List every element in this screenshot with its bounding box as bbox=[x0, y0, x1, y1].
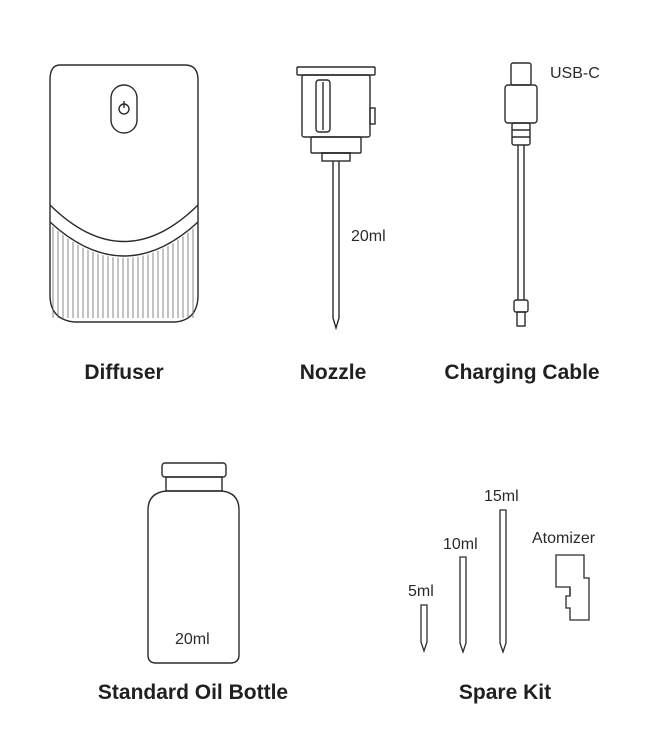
nozzle-volume-annotation: 20ml bbox=[351, 228, 386, 245]
bottle-body bbox=[147, 490, 240, 664]
tube-10ml-annotation: 10ml bbox=[443, 536, 478, 553]
diffuser-top-panel-curve bbox=[49, 204, 199, 243]
spare-kit-label: Spare Kit bbox=[458, 681, 552, 704]
cable-wire bbox=[517, 145, 525, 300]
nozzle-collar bbox=[310, 136, 362, 154]
usb-c-plug-tip bbox=[510, 62, 532, 86]
spare-tube-10ml bbox=[459, 556, 467, 655]
nozzle-neck bbox=[321, 152, 351, 162]
nozzle-side-tab bbox=[369, 107, 376, 125]
diffuser-body-outline bbox=[49, 64, 199, 323]
nozzle-tube bbox=[332, 161, 340, 331]
diffuser-label: Diffuser bbox=[84, 361, 164, 384]
bottle-volume-annotation: 20ml bbox=[175, 631, 210, 648]
nozzle-top-rim bbox=[296, 66, 376, 76]
nozzle-head bbox=[301, 74, 371, 138]
cable-end-connector bbox=[516, 311, 526, 327]
diffuser-illustration bbox=[49, 64, 199, 323]
nozzle-label: Nozzle bbox=[299, 361, 367, 384]
bottle-cap bbox=[161, 462, 227, 478]
spare-kit-illustration bbox=[420, 509, 590, 655]
nozzle-illustration bbox=[296, 66, 376, 331]
diffuser-ribbed-base bbox=[52, 226, 194, 318]
bottle-neck bbox=[165, 476, 223, 492]
tube-15ml-annotation: 15ml bbox=[484, 488, 519, 505]
atomizer-part bbox=[555, 554, 590, 621]
charging-cable-label: Charging Cable bbox=[444, 361, 600, 384]
diffuser-band-curve bbox=[49, 221, 199, 257]
tube-5ml-annotation: 5ml bbox=[408, 583, 434, 600]
bottle-illustration bbox=[147, 462, 240, 664]
nozzle-window bbox=[315, 79, 331, 133]
usb-c-annotation: USB-C bbox=[550, 65, 600, 82]
usb-c-plug-body bbox=[504, 84, 538, 124]
cable-end-boot bbox=[513, 299, 529, 313]
spare-tube-5ml bbox=[420, 604, 428, 654]
spare-tube-15ml bbox=[499, 509, 507, 655]
oil-bottle-label: Standard Oil Bottle bbox=[97, 681, 289, 704]
power-button bbox=[110, 84, 138, 134]
cable-illustration bbox=[504, 62, 538, 327]
usb-c-strain-relief bbox=[511, 122, 531, 146]
atomizer-annotation: Atomizer bbox=[532, 530, 596, 547]
